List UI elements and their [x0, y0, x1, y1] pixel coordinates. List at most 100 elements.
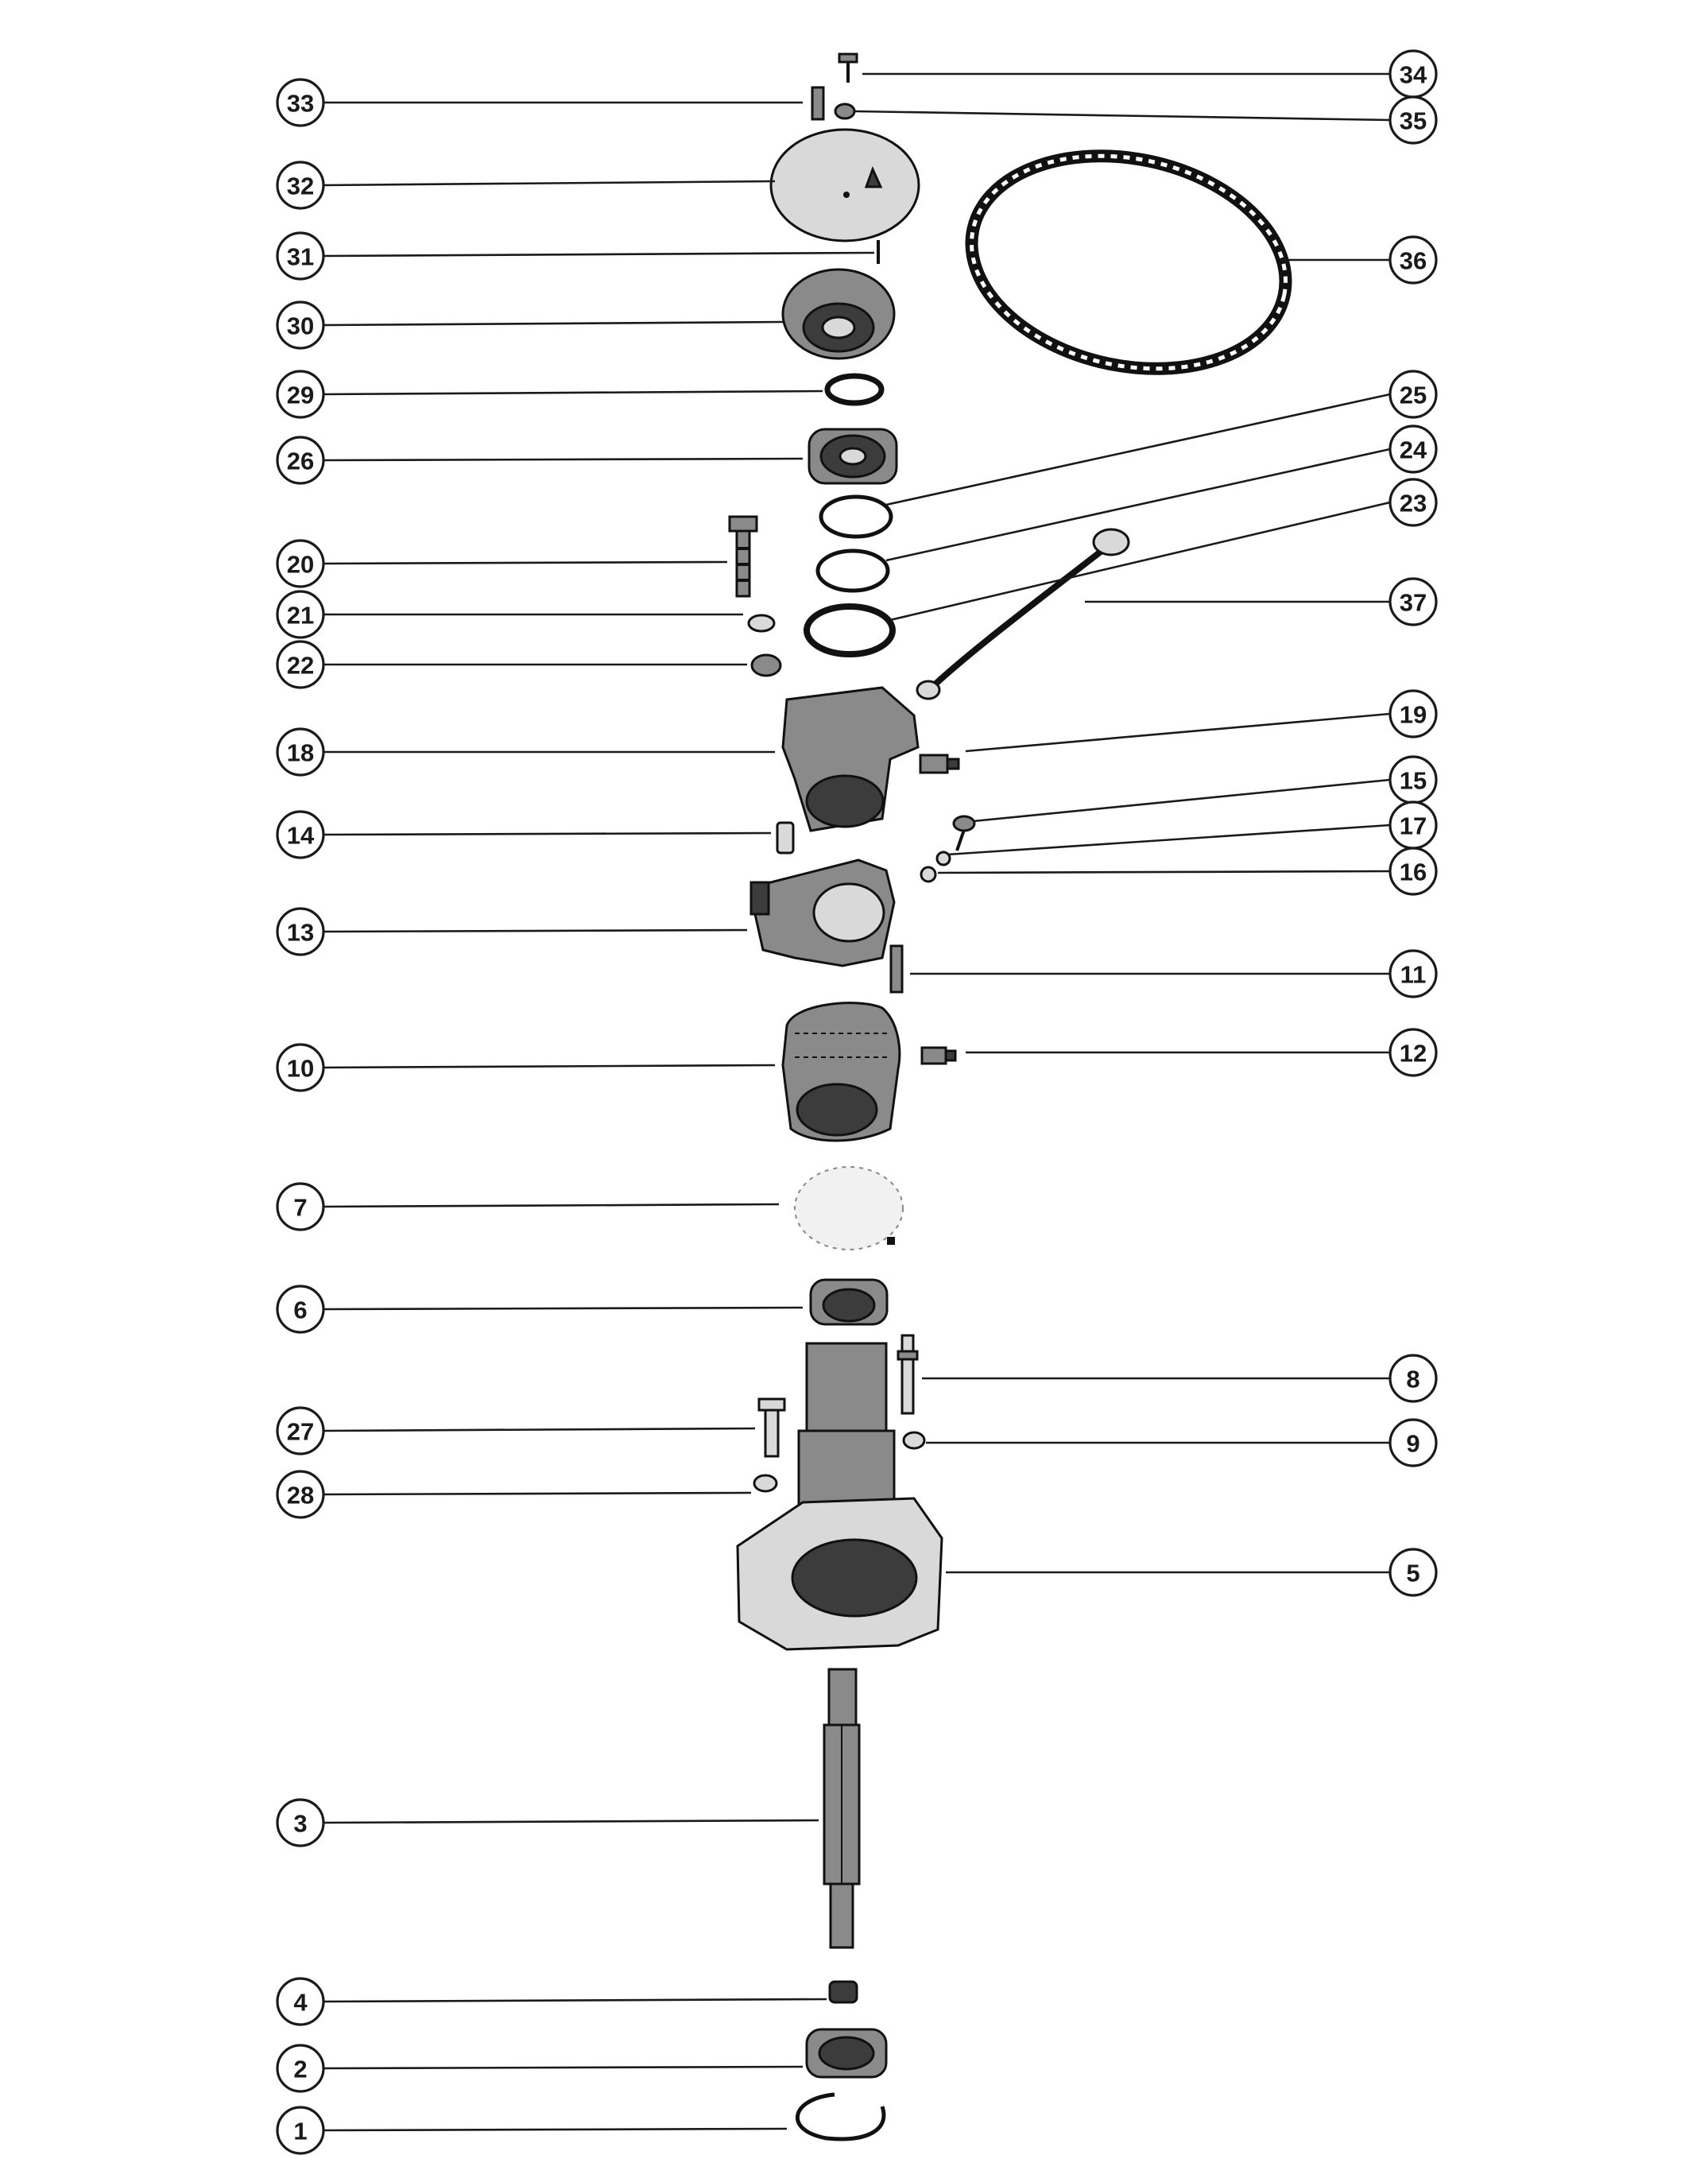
callout-13: 13: [276, 907, 325, 956]
callout-number: 10: [287, 1055, 314, 1083]
leader-line-30: [323, 320, 784, 327]
leader-line-28: [323, 1491, 752, 1496]
leader-lines: [323, 72, 1391, 2132]
callout-number: 11: [1400, 961, 1427, 989]
callout-15: 15: [1388, 755, 1438, 804]
callout-circle: [276, 640, 325, 689]
callout-number: 17: [1400, 812, 1427, 840]
callout-circle: [1388, 424, 1438, 474]
callout-26: 26: [276, 436, 325, 485]
callout-circle: [276, 436, 325, 485]
callout-22: 22: [276, 640, 325, 689]
callout-number: 27: [287, 1418, 314, 1446]
leader-line-32: [323, 180, 776, 187]
part-3-drive-shaft: [823, 1668, 861, 1949]
part-7-seal: [794, 1166, 904, 1250]
part-9-washer: [902, 1431, 926, 1450]
part-29-o-ring: [824, 373, 885, 406]
callout-circle: [1388, 1354, 1438, 1403]
callout-circle: [1388, 235, 1438, 285]
callout-7: 7: [276, 1182, 325, 1231]
callout-number: 7: [293, 1194, 307, 1222]
part-1-snap-ring: [795, 2092, 886, 2141]
callout-number: 2: [293, 2056, 307, 2083]
callout-number: 6: [293, 1296, 307, 1324]
callout-number: 37: [1400, 589, 1427, 617]
callout-number: 9: [1406, 1430, 1419, 1458]
part-22-nut: [750, 653, 782, 677]
callout-14: 14: [276, 810, 325, 859]
callout-28: 28: [276, 1470, 325, 1519]
leader-line-3: [323, 1819, 819, 1824]
callout-circle: [276, 810, 325, 859]
part-16-nut: [920, 866, 937, 883]
callout-34: 34: [1388, 49, 1438, 99]
part-23-seal-ring: [804, 603, 896, 657]
callout-21: 21: [276, 590, 325, 639]
part-37-ground-cable: [916, 528, 1130, 700]
callout-circle: [276, 907, 325, 956]
part-26-bearing: [808, 428, 898, 485]
part-28-washer: [753, 1474, 778, 1493]
callout-5: 5: [1388, 1548, 1438, 1597]
callout-number: 31: [287, 243, 314, 271]
callout-circle: [276, 1182, 325, 1231]
leader-line-17: [947, 824, 1391, 856]
callout-number: 21: [287, 602, 314, 630]
callout-number: 4: [293, 1989, 308, 2017]
callout-circle: [276, 161, 325, 210]
part-20-bolt: [728, 515, 758, 598]
callout-number: 19: [1400, 701, 1427, 729]
callout-24: 24: [1388, 424, 1438, 474]
callout-number: 15: [1400, 767, 1427, 795]
callout-number: 1: [293, 2118, 307, 2145]
callout-circle: [1388, 689, 1438, 738]
callout-number: 35: [1400, 107, 1427, 135]
part-10-clamp-housing: [781, 1002, 901, 1142]
part-19-grease-fitting: [919, 754, 960, 774]
callout-number: 16: [1400, 858, 1427, 886]
part-5-drive-shaft-housing: [736, 1342, 943, 1651]
part-4-nut: [828, 1980, 858, 2004]
callout-circle: [276, 2044, 325, 2093]
callout-27: 27: [276, 1406, 325, 1455]
callout-circle: [276, 2106, 325, 2155]
callout-36: 36: [1388, 235, 1438, 285]
callout-30: 30: [276, 300, 325, 350]
callout-6: 6: [276, 1285, 325, 1334]
callout-circle: [1388, 949, 1438, 998]
leader-line-4: [323, 1998, 827, 2003]
callout-number: 24: [1400, 436, 1427, 464]
part-35-washer: [834, 103, 856, 120]
callout-circle: [276, 590, 325, 639]
callout-circle: [1388, 370, 1438, 419]
leader-line-25: [885, 393, 1391, 506]
callout-31: 31: [276, 231, 325, 281]
part-13-bracket: [749, 858, 896, 967]
callout-number: 18: [287, 739, 314, 767]
callout-number: 13: [287, 919, 314, 947]
callout-17: 17: [1388, 800, 1438, 850]
leader-line-31: [323, 251, 875, 258]
part-18-upper-housing: [781, 686, 920, 832]
callout-circle: [276, 78, 325, 127]
part-illustrations: [728, 52, 1292, 2141]
callout-29: 29: [276, 370, 325, 419]
part-25-snap-ring: [819, 494, 893, 539]
callout-circle: [276, 1285, 325, 1334]
callout-8: 8: [1388, 1354, 1438, 1403]
leader-line-14: [323, 831, 772, 836]
callout-circle: [1388, 1418, 1438, 1467]
part-27-screw: [757, 1397, 786, 1458]
part-17-washer: [935, 851, 951, 866]
leader-line-15: [973, 778, 1391, 823]
callout-11: 11: [1388, 949, 1438, 998]
leader-line-1: [323, 2127, 788, 2132]
part-33-pin: [811, 86, 825, 121]
callout-number: 33: [287, 90, 314, 118]
callout-number: 20: [287, 551, 314, 579]
callout-35: 35: [1388, 95, 1438, 145]
callout-number: 28: [287, 1482, 314, 1510]
part-14-dowel-pin: [776, 821, 795, 855]
callout-circle: [276, 1406, 325, 1455]
